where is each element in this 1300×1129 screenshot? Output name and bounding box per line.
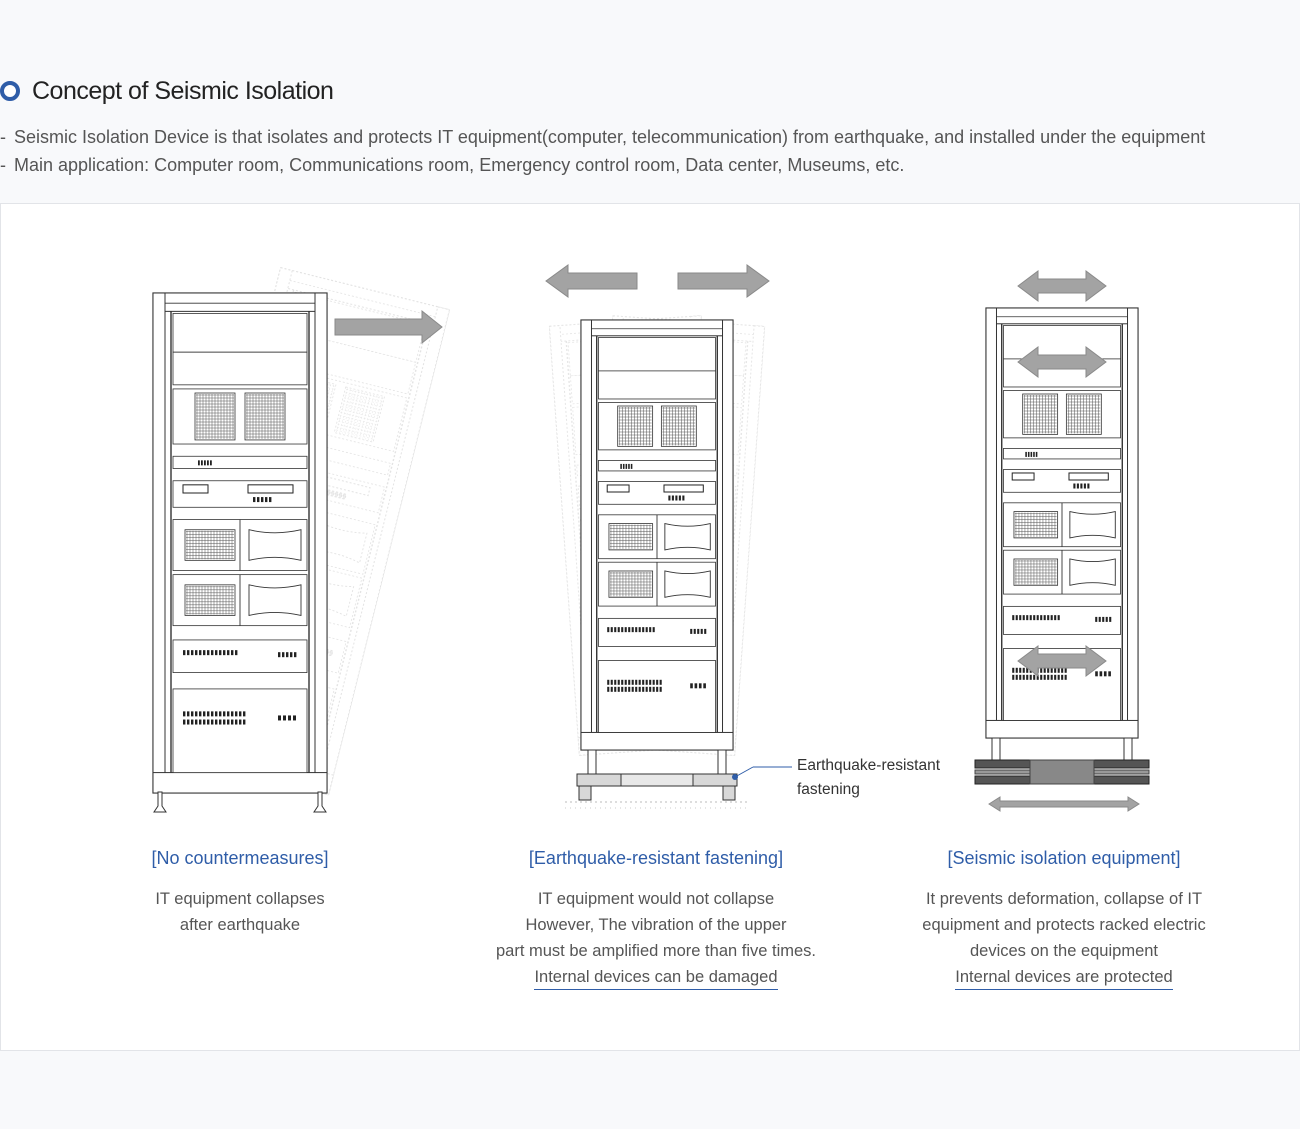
description-line-1: -Seismic Isolation Device is that isolat… [0,127,1205,148]
dash-marker: - [0,155,6,175]
isolation-base [974,737,1150,812]
caption-fastening: [Earthquake-resistant fastening] [528,848,784,868]
rack-cabinet [580,319,734,751]
description-text-1: Seismic Isolation Device is that isolate… [14,127,1206,147]
text-line: part must be amplified more than five ti… [495,942,817,960]
text-isolation: It prevents deformation, collapse of IT … [894,886,1234,990]
rack-no-countermeasures-illustration [152,266,451,813]
callout-line-1: Earthquake-resistant [797,757,941,774]
description-line-2: -Main application: Computer room, Commun… [0,155,904,176]
rack-cabinet [152,292,328,813]
page-title: Concept of Seismic Isolation [32,76,334,105]
rack-cabinet [985,307,1139,739]
fastening-callout: Earthquake-resistant fastening [797,754,940,802]
caption-isolation: [Seismic isolation equipment] [947,848,1181,868]
text-line: equipment and protects racked electric [922,916,1206,934]
underlined-note: Internal devices are protected [955,965,1173,990]
rack-fastening-illustration [545,264,770,809]
text-line: devices on the equipment [969,942,1159,960]
caption-no-countermeasures: [No countermeasures] [151,848,329,868]
text-line: IT equipment would not collapse [537,890,775,908]
section-header: Concept of Seismic Isolation [0,74,334,108]
fastening-base [565,749,750,809]
circle-bullet-icon [0,81,20,101]
text-line: IT equipment collapses [155,890,325,908]
text-no-countermeasures: IT equipment collapses after earthquake [90,886,390,938]
text-line: However, The vibration of the upper [525,916,787,934]
rack-isolation-illustration [974,270,1150,812]
double-arrow-icon [545,264,770,298]
text-line: after earthquake [179,916,301,934]
description-text-2: Main application: Computer room, Communi… [14,155,905,175]
text-line: It prevents deformation, collapse of IT [925,890,1203,908]
callout-line-2: fastening [797,781,860,798]
right-arrow-icon [334,309,443,345]
text-fastening: IT equipment would not collapse However,… [456,886,856,990]
dash-marker: - [0,127,6,147]
underlined-note: Internal devices can be damaged [534,965,778,990]
double-arrow-icon [1017,270,1107,677]
callout-leader-line [732,766,792,780]
